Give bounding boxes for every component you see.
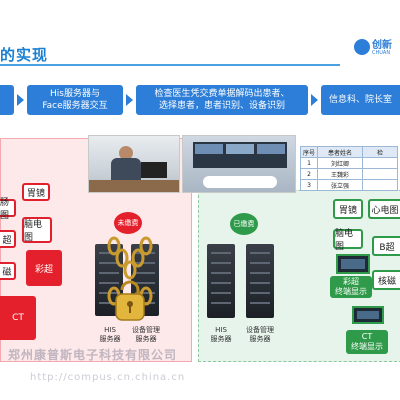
title-underline xyxy=(0,64,340,66)
device-server-label: 设备管理 服务器 xyxy=(132,326,160,343)
flow-step-4: 信息科、院长室 xyxy=(321,85,400,115)
color-ultrasound-terminal-icon xyxy=(336,254,370,274)
paid-status-badge: 已缴费 xyxy=(230,213,258,235)
device-ct[interactable]: CT xyxy=(0,296,36,340)
device-intestine[interactable]: 肠图 xyxy=(0,198,16,221)
device-ultrasound[interactable]: 超 xyxy=(0,230,16,248)
table-header-row: 序号 患者姓名 检 xyxy=(299,146,399,158)
company-logo: 创新 CHUAN xyxy=(352,33,400,61)
ct-terminal-icon xyxy=(352,306,384,324)
page-title: 的实现 xyxy=(0,46,49,64)
logo-subtext: CHUAN xyxy=(372,50,391,56)
watermark-company: 郑州康普斯电子科技有限公司 xyxy=(8,348,178,362)
logo-mark-icon xyxy=(354,39,370,55)
table-row[interactable]: 3 张立强 xyxy=(299,179,399,191)
device-ecg[interactable]: 心电图 xyxy=(368,199,400,219)
flow-arrow-2 xyxy=(126,94,133,106)
table-row[interactable]: 2 王魏彩 xyxy=(299,168,399,180)
his-server-icon xyxy=(207,244,235,318)
doctor-photo xyxy=(88,135,180,193)
table-header: 序号 xyxy=(299,146,319,158)
device-server-label: 设备管理 服务器 xyxy=(246,326,274,343)
table-cell xyxy=(362,157,399,169)
table-cell: 3 xyxy=(299,179,319,191)
patient-table: 序号 患者姓名 检 1 刘红卿 2 王魏彩 3 张立强 xyxy=(299,146,399,191)
flow-step-2: His服务器与 Face服务器交互 xyxy=(27,85,123,115)
ct-terminal-label: CT 终端显示 xyxy=(346,330,388,354)
device-color-ultrasound[interactable]: 彩超 xyxy=(26,250,62,286)
flow-step-1 xyxy=(0,85,14,115)
device-mri[interactable]: 核磁 xyxy=(372,270,400,290)
device-b-ultrasound[interactable]: B超 xyxy=(372,236,400,256)
logo-text: 创新 xyxy=(372,40,392,51)
unpaid-status-badge: 未缴费 xyxy=(114,212,142,234)
meeting-room-photo xyxy=(182,135,296,193)
watermark-url: http://compus.cn.china.cn xyxy=(30,372,186,383)
table-cell: 王魏彩 xyxy=(317,168,364,180)
flow-arrow-3 xyxy=(311,94,318,106)
table-header: 患者姓名 xyxy=(317,146,364,158)
table-cell: 张立强 xyxy=(317,179,364,191)
chain-lock-icon xyxy=(107,236,153,321)
device-gastroscope[interactable]: 胃镜 xyxy=(22,183,50,201)
table-cell: 刘红卿 xyxy=(317,157,364,169)
table-header: 检 xyxy=(362,146,399,158)
flow-step-3: 检查医生凭交费单据解码出患者、 选择患者，患者识别、设备识别 xyxy=(136,85,308,115)
table-cell: 1 xyxy=(299,157,319,169)
table-cell: 2 xyxy=(299,168,319,180)
table-cell xyxy=(362,179,399,191)
device-eeg[interactable]: 脑电图 xyxy=(22,217,52,243)
color-ultrasound-terminal-label: 彩超 终端显示 xyxy=(330,276,372,298)
table-row[interactable]: 1 刘红卿 xyxy=(299,157,399,169)
device-gastroscope[interactable]: 胃镜 xyxy=(333,199,363,219)
device-server-icon xyxy=(246,244,274,318)
his-server-label: HIS 服务器 xyxy=(99,326,121,343)
table-cell xyxy=(362,168,399,180)
device-mri[interactable]: 磁 xyxy=(0,262,16,280)
flow-arrow-1 xyxy=(17,94,24,106)
device-eeg[interactable]: 脑电图 xyxy=(333,229,363,252)
his-server-label: HIS 服务器 xyxy=(210,326,232,343)
